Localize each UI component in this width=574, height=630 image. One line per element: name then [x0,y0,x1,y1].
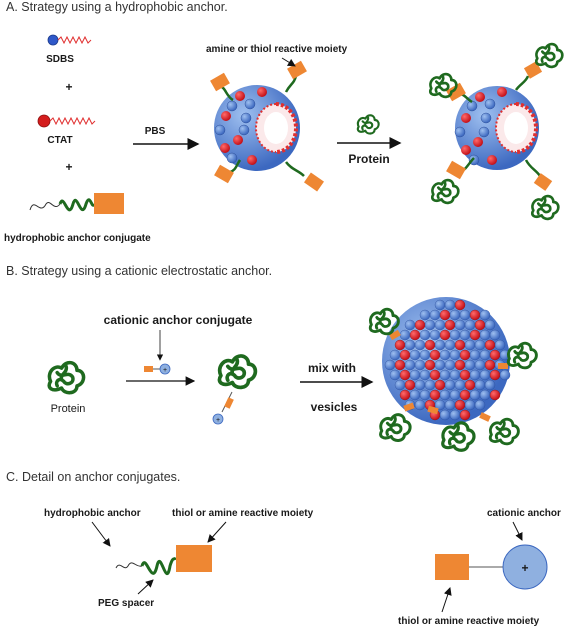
vesicles-label: vesicles [311,400,358,414]
svg-text:+: + [163,367,167,374]
protein-attached-1 [428,72,458,99]
protein-on-vesicle-1 [368,307,400,336]
protein-attached-4 [530,194,560,221]
cationic-conjugate-icon: + [144,363,171,375]
hydrophobic-anchor-conjugate [29,193,124,214]
vesicle-with-moieties [210,60,324,192]
hydrophobic-anchor-arrow [91,521,111,547]
plus-sign-1: + [65,80,72,94]
section-b-title: B. Strategy using a cationic electrostat… [6,264,273,278]
protein-on-vesicle-2 [506,341,538,370]
hydrophobic-conjugate-detail [115,545,212,575]
section-c-title: C. Detail on anchor conjugates. [6,470,181,484]
reactive-moiety-arrow [281,57,296,67]
protein-label-b: Protein [51,403,86,415]
sdbs-label: SDBS [46,54,74,65]
reactive-moiety-label-c2: thiol or amine reactive moiety [398,616,540,627]
protein-on-vesicle-4 [441,421,476,452]
protein-icon-a [356,114,380,135]
peg-spacer-label: PEG spacer [98,598,154,609]
plus-sign-2: + [65,160,72,174]
reactive-moiety-label-c1: thiol or amine reactive moiety [172,508,314,519]
protein-conjugated [217,354,258,390]
conjugate-label: hydrophobic anchor conjugate [4,233,151,244]
cationic-vesicle [382,297,511,425]
protein-on-vesicle-3 [379,413,412,443]
ctat-label: CTAT [47,135,72,146]
peg-spacer-arrow [137,579,154,595]
hydrophobic-anchor-label: hydrophobic anchor [44,508,141,519]
reactive-moiety-arrow-c1 [207,521,227,543]
cationic-anchor-arrow [512,521,523,541]
cationic-conjugate-detail: + [435,544,548,590]
pbs-label: PBS [145,126,166,137]
protein-attached-2 [534,42,564,69]
reactive-moiety-label: amine or thiol reactive moiety [206,44,348,55]
sdbs-molecule [47,34,92,46]
protein-on-vesicle-5 [488,417,520,446]
reactive-moiety-arrow-c2 [441,587,452,613]
protein-arrow-label: Protein [348,152,389,166]
ctat-molecule [37,114,96,128]
protein-attached-3 [430,178,460,205]
cationic-anchor-label: cationic anchor [487,508,561,519]
protein-icon-b [47,360,86,395]
section-a-title: A. Strategy using a hydrophobic anchor. [6,0,228,14]
conjugated-anchor: + [212,391,234,425]
vesicle-with-proteins [446,61,553,191]
cationic-plus-sign: + [521,561,528,575]
cationic-conjugate-label: cationic anchor conjugate [104,313,253,327]
mix-with-label: mix with [308,361,356,375]
svg-text:+: + [216,417,220,424]
